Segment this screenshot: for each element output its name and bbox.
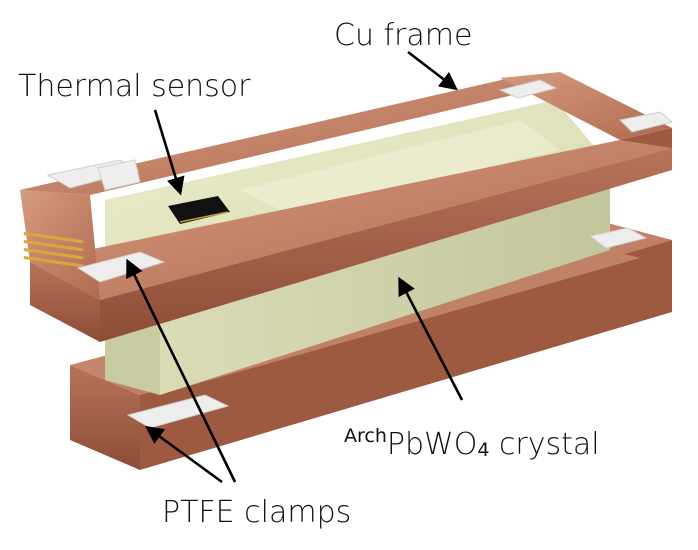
- ptfe-clamp-lower-left: [126, 394, 230, 429]
- crystal-top-highlight: [240, 120, 560, 215]
- connector-strips: [23, 231, 84, 268]
- upper-frame-front-rail-side: [100, 148, 672, 342]
- upper-frame-front-rail: [30, 140, 672, 300]
- label-crystal-formula: PbWO: [387, 427, 477, 462]
- ptfe-clamp-front-right: [588, 227, 648, 249]
- label-cu-frame: Cu frame: [334, 18, 472, 53]
- ptfe-clamps-group: [46, 79, 674, 429]
- arrow-thermal-sensor: [153, 109, 185, 196]
- thermal-sensor-pins: [179, 211, 229, 223]
- arrow-crystal: [398, 276, 464, 401]
- upper-frame-left-end: [20, 190, 100, 300]
- lower-frame-front-face: [70, 365, 140, 470]
- label-crystal-subscript: 4: [477, 439, 489, 461]
- label-crystal: ArchPbWO4 crystal: [344, 425, 600, 462]
- ptfe-clamp-right-end: [618, 111, 674, 133]
- label-crystal-prefix: Arch: [344, 425, 387, 447]
- lower-frame-right-face: [140, 240, 672, 470]
- crystal-right-face: [160, 165, 610, 395]
- label-thermal-sensor: Thermal sensor: [18, 69, 251, 104]
- label-crystal-suffix: crystal: [489, 427, 599, 462]
- upper-frame-left-end-side: [30, 262, 100, 342]
- arrow-ptfe-clamp-upper: [126, 258, 237, 483]
- arrow-ptfe-clamp-lower: [145, 425, 223, 484]
- upper-frame-back-rail: [20, 78, 560, 195]
- ptfe-clamp-back-left-2: [97, 159, 141, 191]
- label-ptfe-clamps: PTFE clamps: [162, 495, 351, 530]
- ptfe-clamp-back-right: [498, 79, 558, 99]
- thermal-sensor-chip: [168, 196, 230, 224]
- arrow-cu-frame: [407, 50, 458, 91]
